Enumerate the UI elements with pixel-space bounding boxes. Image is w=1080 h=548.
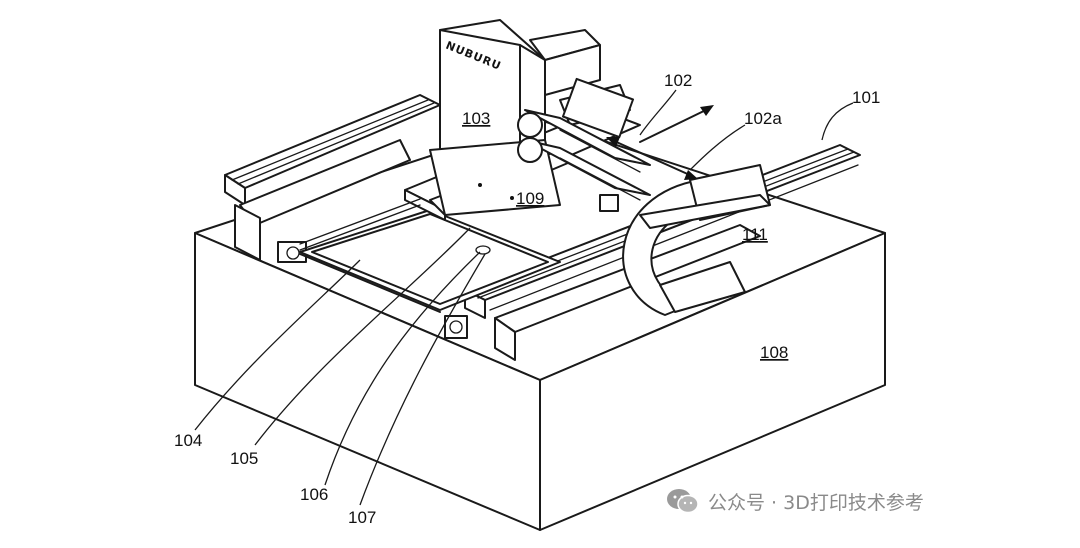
label-104: 104 xyxy=(174,431,202,450)
label-102: 102 xyxy=(664,71,692,90)
label-106: 106 xyxy=(300,485,328,504)
label-111: 111 xyxy=(742,225,768,244)
optics-assembly xyxy=(517,77,651,212)
label-103: 103 xyxy=(462,109,490,128)
reference-numerals: 101 102 102a 103 104 105 106 107 108 109… xyxy=(174,71,880,527)
motion-arrows xyxy=(606,105,714,180)
label-102a: 102a xyxy=(744,109,782,128)
label-107: 107 xyxy=(348,508,376,527)
left-rail xyxy=(224,94,441,263)
label-108: 108 xyxy=(760,343,788,362)
wechat-icon xyxy=(667,489,699,514)
label-105: 105 xyxy=(230,449,258,468)
watermark-text: 公众号 · 3D打印技术参考 xyxy=(708,491,924,514)
leader-lines xyxy=(194,89,854,506)
cable-chain xyxy=(622,164,771,316)
label-101: 101 xyxy=(852,88,880,107)
label-109: 109 xyxy=(516,189,544,208)
watermark: 公众号 · 3D打印技术参考 xyxy=(666,487,924,515)
build-plate xyxy=(299,209,561,313)
